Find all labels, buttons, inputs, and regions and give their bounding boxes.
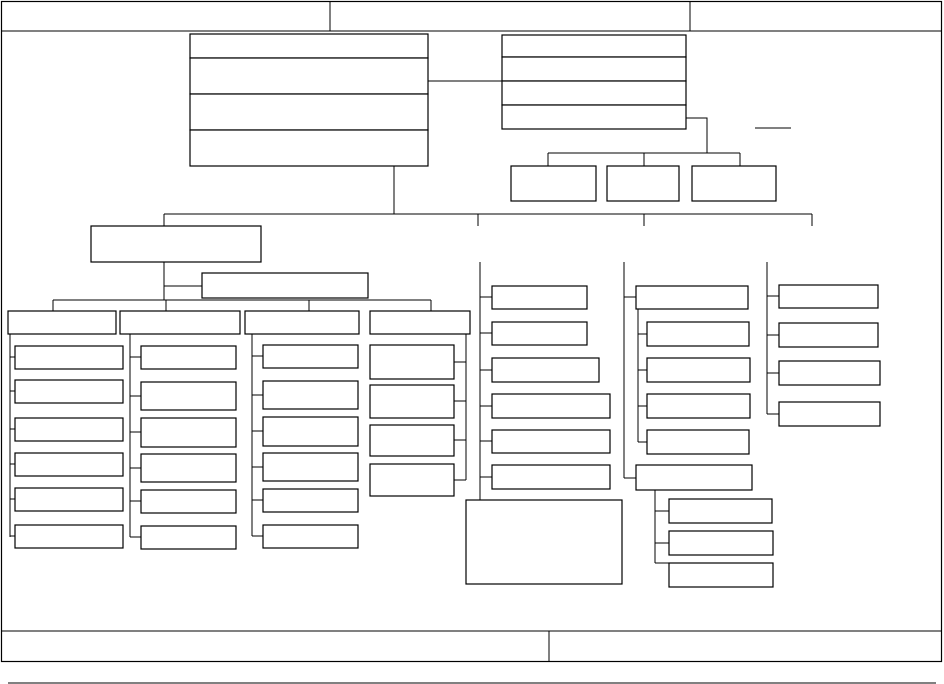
org-box-top-4 — [189, 129, 429, 167]
org-box-div-3-2 — [646, 357, 751, 383]
org-box-a-6 — [14, 524, 124, 549]
org-box-div-3-6 — [668, 530, 774, 556]
org-box-div-2-4 — [491, 393, 611, 419]
org-box-unit-a — [7, 310, 117, 335]
org-box-div-3-3 — [646, 393, 751, 419]
org-box-b-2 — [140, 381, 237, 411]
org-box-c-6 — [262, 524, 359, 549]
org-box-a-2 — [14, 379, 124, 404]
org-box-c-2 — [262, 380, 359, 410]
org-box-b-5 — [140, 489, 237, 514]
org-box-d-1 — [369, 344, 455, 380]
org-box-d-3 — [369, 424, 455, 457]
org-box-staff-2 — [501, 56, 687, 82]
org-box-staff-3 — [501, 80, 687, 106]
org-box-div-3-5 — [668, 498, 773, 524]
org-box-div-2-note — [465, 499, 623, 585]
org-box-staff-4 — [501, 104, 687, 130]
org-box-top-2 — [189, 57, 429, 95]
org-box-b-6 — [140, 525, 237, 550]
connector-lines — [9, 80, 813, 564]
org-box-div-3-7 — [668, 562, 774, 588]
org-box-top-1 — [189, 33, 429, 59]
org-box-div-1-sub — [201, 272, 369, 299]
org-box-unit-d — [369, 310, 471, 335]
org-box-b-1 — [140, 345, 237, 370]
org-box-div-3-1 — [646, 321, 750, 347]
org-box-div-3-head — [635, 285, 749, 310]
org-box-a-3 — [14, 417, 124, 442]
org-box-a-1 — [14, 345, 124, 370]
org-boxes — [7, 33, 881, 588]
org-box-staff-sub-2 — [606, 165, 680, 202]
org-box-top-3 — [189, 93, 429, 131]
org-box-staff-sub-3 — [691, 165, 777, 202]
org-box-unit-c — [244, 310, 360, 335]
org-box-div-3-4 — [646, 429, 750, 455]
org-box-div-2-2 — [491, 321, 588, 346]
form-border — [0, 0, 943, 663]
org-box-div-4-1 — [778, 284, 879, 309]
org-box-staff-1 — [501, 34, 687, 58]
org-box-b-3 — [140, 417, 237, 448]
connector-line — [686, 117, 708, 153]
org-box-d-4 — [369, 463, 455, 497]
org-box-d-2 — [369, 384, 455, 419]
org-box-b-4 — [140, 453, 237, 483]
org-box-c-1 — [262, 344, 359, 369]
org-box-div-1 — [90, 225, 262, 263]
org-box-staff-sub-1 — [510, 165, 597, 202]
org-box-c-5 — [262, 488, 359, 513]
org-box-div-2-6 — [491, 464, 611, 490]
org-box-div-4-4 — [778, 401, 881, 427]
org-box-div-2-3 — [491, 357, 600, 383]
org-box-a-5 — [14, 487, 124, 512]
org-box-div-2-5 — [491, 429, 611, 454]
org-box-a-4 — [14, 452, 124, 477]
org-box-div-4-2 — [778, 322, 879, 348]
org-box-unit-b — [119, 310, 241, 335]
org-box-div-3-head-2 — [635, 464, 753, 491]
org-box-c-4 — [262, 452, 359, 482]
org-box-div-4-3 — [778, 360, 881, 386]
org-box-div-2-1 — [491, 285, 588, 310]
org-box-c-3 — [262, 416, 359, 447]
